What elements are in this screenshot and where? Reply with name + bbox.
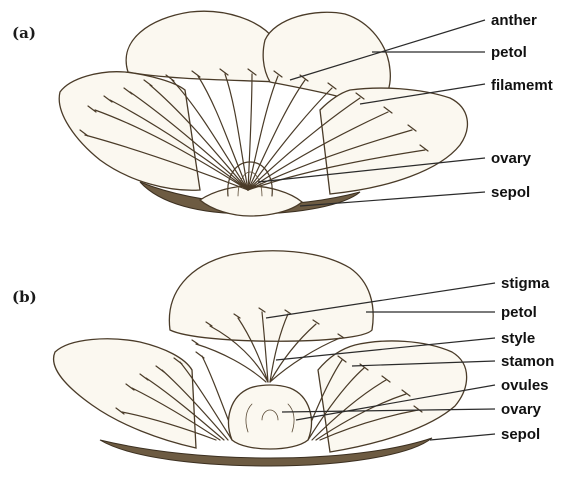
panel-b-letter: (b): [12, 288, 37, 306]
panel-b-back-petal: [169, 251, 373, 341]
panel-b-label-ovary: ovary: [501, 401, 542, 418]
panel-a-label-sepol: sepol: [491, 184, 530, 201]
panel-a-label-filamemt: filamemt: [491, 77, 553, 94]
panel-b-label-ovules: ovules: [501, 377, 549, 394]
panel-a-side-petal-right: [320, 88, 467, 194]
panel-a-label-anther: anther: [491, 12, 537, 29]
panel-a-letter: (a): [12, 24, 36, 42]
panel-a-label-ovary: ovary: [491, 150, 532, 167]
panel-b-ovary: [229, 385, 312, 449]
panel-b-flower-illustration: [54, 251, 467, 466]
panel-b: (b): [12, 251, 554, 466]
panel-a: (a): [12, 11, 553, 216]
panel-b-label-stamon: stamon: [501, 353, 554, 370]
panel-a-label-petol: petol: [491, 44, 527, 61]
panel-b-label-style: style: [501, 330, 535, 347]
panel-b-sepol-leader: [430, 434, 495, 440]
panel-b-label-sepol: sepol: [501, 426, 540, 443]
panel-a-flower-illustration: [59, 11, 467, 216]
panel-b-label-petol: petol: [501, 304, 537, 321]
panel-b-side-petal-left: [54, 339, 196, 448]
panel-b-label-stigma: stigma: [501, 275, 550, 292]
panel-a-back-petal-left: [126, 11, 282, 82]
